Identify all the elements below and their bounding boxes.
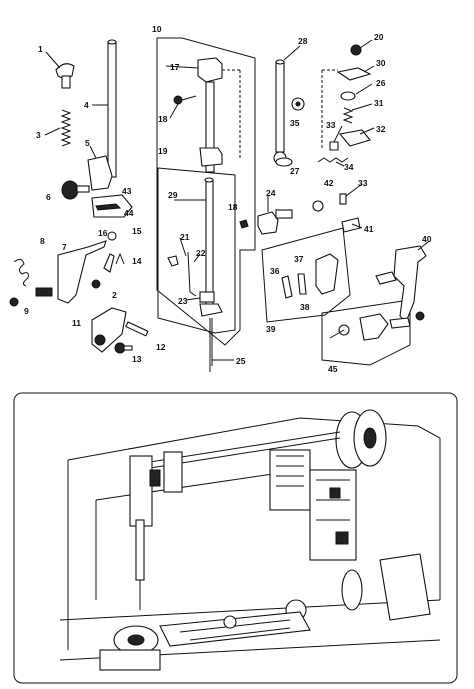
callout-20: 20 <box>374 32 384 42</box>
callout-18b: 18 <box>228 202 238 212</box>
ring-16-part <box>291 97 305 111</box>
callout-12: 12 <box>156 342 166 352</box>
callout-9: 9 <box>24 306 29 316</box>
callout-36: 36 <box>270 266 280 276</box>
thumb-screw-6-part <box>61 180 90 200</box>
callout-44: 44 <box>124 208 134 218</box>
callout-39: 39 <box>266 324 276 334</box>
callout-34: 34 <box>344 162 354 172</box>
lever-7-part <box>35 240 107 304</box>
screw-13-part <box>114 342 133 354</box>
leader-lines <box>165 39 429 361</box>
callout-31: 31 <box>374 98 384 108</box>
callout-5: 5 <box>85 138 90 148</box>
callout-2: 2 <box>112 290 117 300</box>
cam-assembly <box>269 449 357 621</box>
motor-icon <box>341 553 431 621</box>
needle-bar-bracket-17 <box>197 57 241 173</box>
callout-14: 14 <box>132 256 142 266</box>
callout-24: 24 <box>266 188 276 198</box>
parts-41-42-43 <box>312 193 361 233</box>
exploded-parts-view <box>9 37 429 372</box>
bushing-24 <box>257 209 293 235</box>
callout-11: 11 <box>72 318 81 328</box>
callout-6: 6 <box>46 192 51 202</box>
parts-36-38 <box>281 253 339 299</box>
pin-12-part <box>125 321 149 337</box>
spring-8-part <box>13 258 29 287</box>
callout-7: 7 <box>62 242 67 252</box>
callout-4: 4 <box>84 100 89 110</box>
needle-bar-head <box>129 451 183 610</box>
sewing-machine-cutaway-illustration <box>13 392 458 684</box>
handwheel-icon <box>335 409 387 469</box>
callout-15: 15 <box>132 226 142 236</box>
callout-1: 1 <box>38 44 43 54</box>
screw-18b-part <box>239 219 249 229</box>
needle-25 <box>209 318 213 372</box>
illustration-frame <box>13 392 458 684</box>
callout-25: 25 <box>236 356 246 366</box>
callout-labels: 1 2 3 4 5 6 7 8 9 10 11 12 13 14 15 16 1… <box>24 24 432 374</box>
callout-21: 21 <box>180 232 190 242</box>
callout-32: 32 <box>376 124 386 134</box>
callout-37: 37 <box>294 254 304 264</box>
callout-16: 16 <box>98 228 108 238</box>
collar-27 <box>275 157 293 167</box>
screw-18-part <box>173 95 197 105</box>
presser-foot-part <box>87 155 133 218</box>
callout-18: 18 <box>158 114 168 124</box>
callout-43: 43 <box>122 186 132 196</box>
callout-28: 28 <box>298 36 308 46</box>
group-10-outline <box>156 37 256 346</box>
callout-45: 45 <box>328 364 338 374</box>
shaft-28 <box>273 59 287 165</box>
presser-bar-4-part <box>107 39 117 178</box>
callout-19: 19 <box>158 146 168 156</box>
group-39b-outline <box>321 299 411 366</box>
callout-27: 27 <box>290 166 300 176</box>
callout-33b: 33 <box>358 178 368 188</box>
callout-30: 30 <box>376 58 386 68</box>
clamp-23 <box>199 291 215 303</box>
callout-33: 33 <box>326 120 336 130</box>
callout-42: 42 <box>324 178 334 188</box>
spring-3-part <box>60 109 72 147</box>
group-39-outline <box>261 227 351 323</box>
spool-cap-part <box>55 63 75 89</box>
parts-35-group <box>329 313 411 341</box>
callout-29: 29 <box>168 190 178 200</box>
callout-13: 13 <box>132 354 142 364</box>
callout-26: 26 <box>376 78 386 88</box>
callout-22: 22 <box>196 248 206 258</box>
callout-8: 8 <box>40 236 45 246</box>
callout-10: 10 <box>152 24 162 34</box>
bed-mechanism <box>99 611 311 671</box>
callout-41: 41 <box>364 224 374 234</box>
parts-21-22 <box>167 251 197 297</box>
callout-3: 3 <box>36 130 41 140</box>
callout-40: 40 <box>422 234 432 244</box>
needle-bar-29 <box>199 177 223 317</box>
callout-23: 23 <box>178 296 188 306</box>
screw-9-part <box>9 297 19 307</box>
tension-assembly-parts <box>317 44 372 163</box>
callout-35: 35 <box>290 118 300 128</box>
callout-38: 38 <box>300 302 310 312</box>
bracket-11-part <box>91 307 127 353</box>
small-parts-left <box>91 231 125 289</box>
lever-40 <box>375 245 427 323</box>
group-19-outline <box>157 167 236 334</box>
callout-17: 17 <box>170 62 180 72</box>
